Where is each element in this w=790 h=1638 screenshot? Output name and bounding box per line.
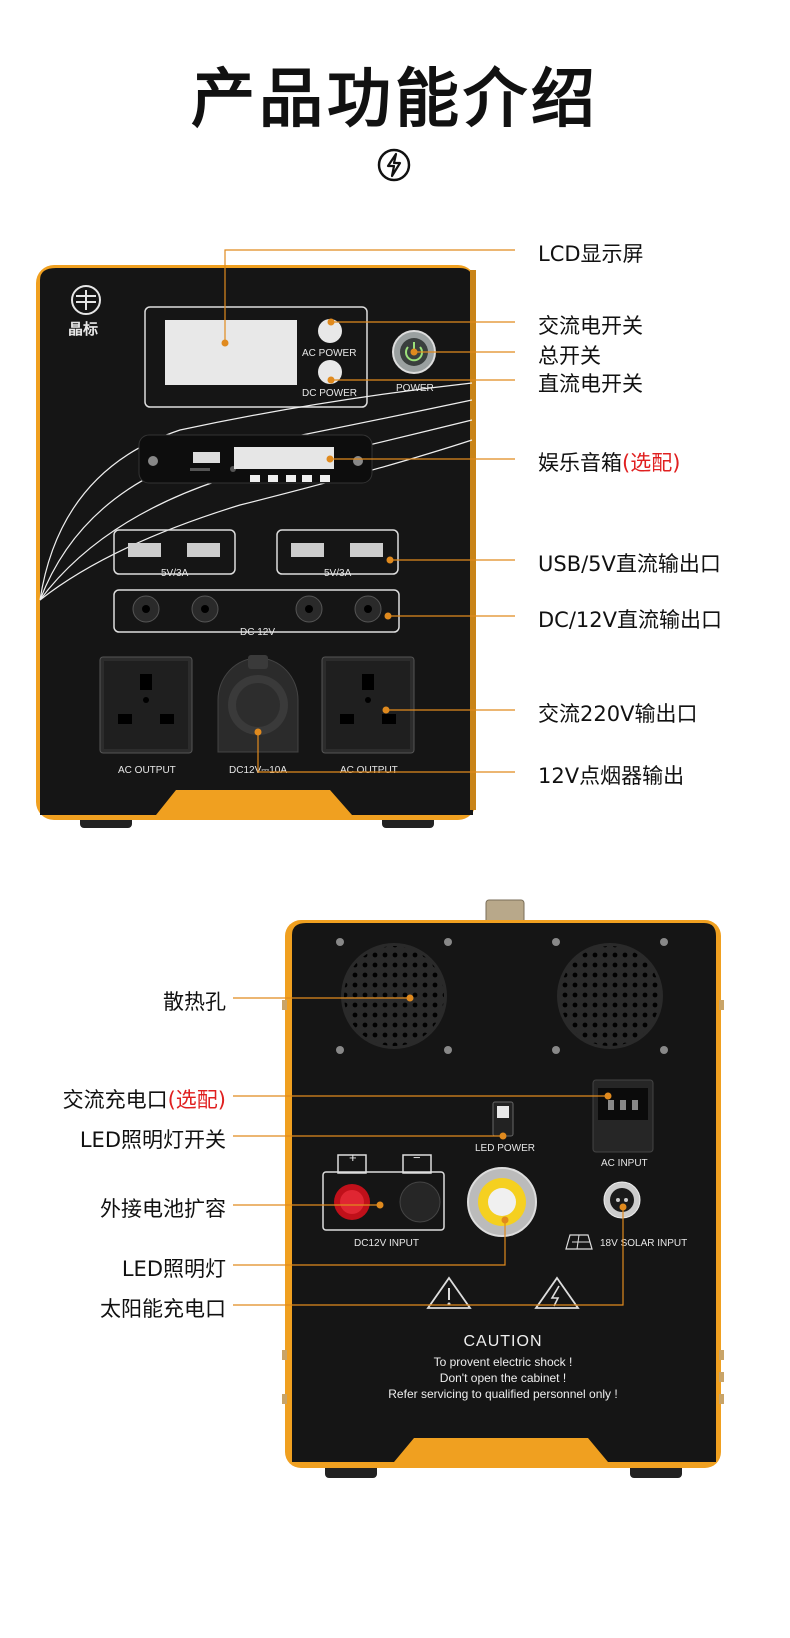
- callout-lcd-display: LCD显示屏: [538, 242, 644, 266]
- dc-power-label: DC POWER: [302, 388, 357, 399]
- callout-usb-output: USB/5V直流输出口: [538, 552, 721, 576]
- lightning-bolt-icon: [377, 148, 411, 182]
- caution-line-3: Refer servicing to qualified personnel o…: [388, 1387, 618, 1401]
- callout-main-switch: 总开关: [538, 344, 601, 368]
- usb-left-label: 5V/3A: [161, 568, 189, 579]
- caution-line-2: Don't open the cabinet !: [439, 1371, 567, 1385]
- ac-output-left-label: AC OUTPUT: [118, 765, 176, 776]
- solar-input-label: 18V SOLAR INPUT: [600, 1238, 688, 1249]
- plus-label: +: [349, 1150, 357, 1165]
- callout-ac-charging-port: 交流充电口(选配): [62, 1088, 226, 1112]
- callout-solar-port: 太阳能充电口: [100, 1297, 226, 1321]
- dc12v-label: DC 12V: [240, 627, 276, 638]
- dc12v-input-label: DC12V INPUT: [354, 1238, 420, 1249]
- callout-dc-switch: 直流电开关: [538, 372, 643, 396]
- caution-line-1: To provent electric shock !: [433, 1355, 573, 1369]
- led-power-label: LED POWER: [475, 1143, 536, 1154]
- power-label: POWER: [396, 383, 434, 394]
- ac-power-label: AC POWER: [302, 348, 357, 359]
- ac-input-label: AC INPUT: [601, 1158, 648, 1169]
- callout-cigarette-output: 12V点烟器输出: [538, 764, 685, 788]
- callout-led-switch: LED照明灯开关: [79, 1128, 226, 1152]
- minus-label: −: [413, 1150, 421, 1165]
- callout-speaker: 娱乐音箱(选配): [538, 451, 681, 475]
- usb-right-label: 5V/3A: [324, 568, 352, 579]
- callout-battery-expansion: 外接电池扩容: [100, 1197, 226, 1221]
- callout-led-light: LED照明灯: [121, 1257, 226, 1281]
- callout-vent-holes: 散热孔: [163, 990, 226, 1014]
- page-title: 产品功能介绍: [191, 63, 599, 137]
- brand-logo-icon: [71, 285, 101, 315]
- callout-ac220v-output: 交流220V输出口: [538, 702, 698, 726]
- callout-ac-switch: 交流电开关: [538, 314, 643, 338]
- callout-dc12v-output: DC/12V直流输出口: [538, 608, 722, 632]
- caution-title: CAUTION: [463, 1333, 543, 1350]
- brand-name: 晶标: [68, 320, 99, 338]
